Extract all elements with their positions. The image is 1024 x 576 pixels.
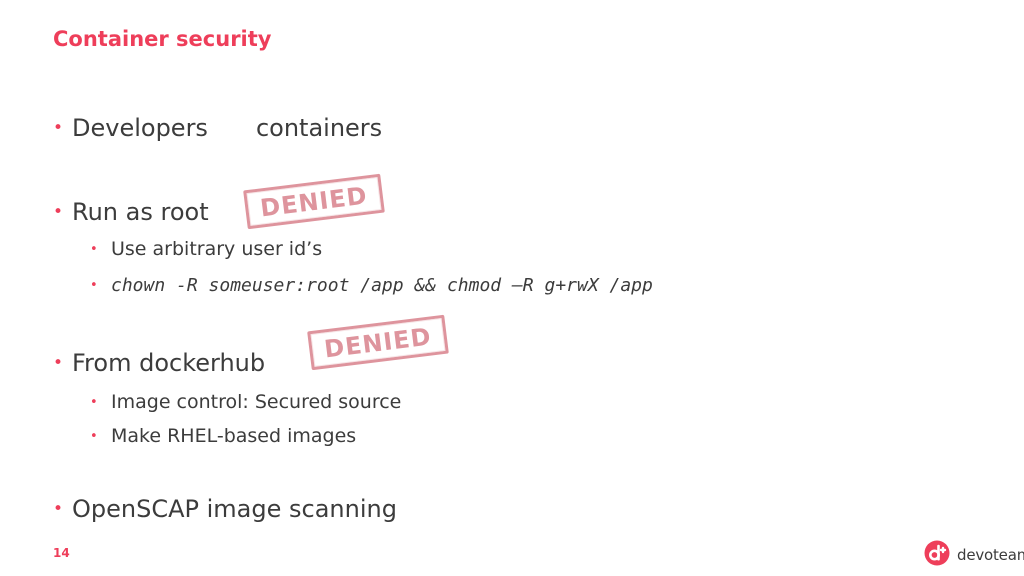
sub-bullet-rhel-images: • Make RHEL-based images	[90, 425, 356, 447]
bullet-marker: •	[53, 118, 64, 138]
sub-bullet-arbitrary-user-text: Use arbitrary user id’s	[111, 238, 323, 260]
bullet-marker: •	[53, 353, 64, 373]
bullet-dockerhub: • From dockerhub	[53, 349, 265, 377]
bullet-marker: •	[90, 429, 98, 444]
bullet-marker: •	[53, 499, 64, 519]
bullet-marker: •	[90, 242, 98, 257]
bullet-developers-word1: Developers	[72, 114, 208, 142]
bullet-openscap-text: OpenSCAP image scanning	[72, 495, 397, 523]
denied-stamp-dockerhub: DENIED	[307, 314, 449, 371]
bullet-marker: •	[53, 202, 64, 222]
bullet-marker: •	[90, 395, 98, 410]
bullet-dockerhub-text: From dockerhub	[72, 349, 266, 377]
sub-bullet-rhel-images-text: Make RHEL-based images	[111, 425, 357, 447]
bullet-run-as-root: • Run as root	[53, 198, 209, 226]
devoteam-logo-icon	[924, 540, 950, 570]
sub-bullet-image-control: • Image control: Secured source	[90, 391, 401, 413]
bullet-marker: •	[90, 278, 98, 293]
denied-stamp-root: DENIED	[243, 173, 385, 230]
bullet-openscap: • OpenSCAP image scanning	[53, 495, 397, 523]
sub-bullet-chown-command-text: chown -R someuser:root /app && chmod –R …	[111, 275, 653, 296]
sub-bullet-arbitrary-user: • Use arbitrary user id’s	[90, 238, 322, 260]
page-number: 14	[53, 546, 70, 560]
devoteam-logo-text: devoteam	[957, 546, 1024, 564]
sub-bullet-chown-command: • chown -R someuser:root /app && chmod –R…	[90, 274, 653, 296]
sub-bullet-image-control-text: Image control: Secured source	[111, 391, 402, 413]
bullet-developers-word2: containers	[255, 114, 383, 142]
slide-title: Container security	[53, 27, 272, 51]
devoteam-logo: devoteam	[924, 540, 1024, 570]
bullet-developers: • Developers containers	[53, 114, 382, 142]
bullet-run-as-root-text: Run as root	[72, 198, 209, 226]
